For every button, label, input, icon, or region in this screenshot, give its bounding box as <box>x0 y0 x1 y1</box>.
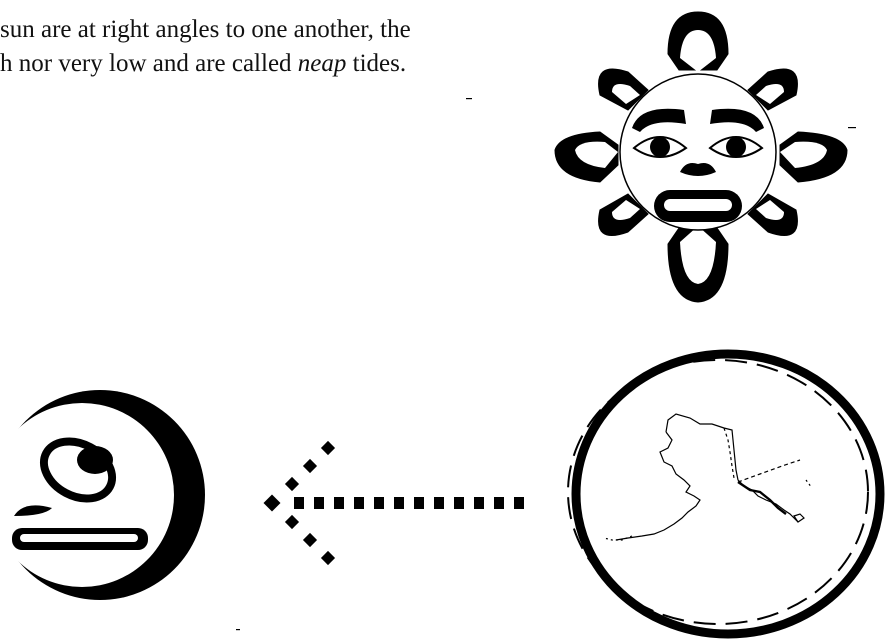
earth-circle-icon <box>568 354 880 634</box>
dotted-arrow-left-icon <box>264 441 524 565</box>
alaska-map-icon <box>604 414 812 540</box>
crescent-moon-face-icon <box>0 390 205 600</box>
sun-face-icon <box>555 12 847 302</box>
